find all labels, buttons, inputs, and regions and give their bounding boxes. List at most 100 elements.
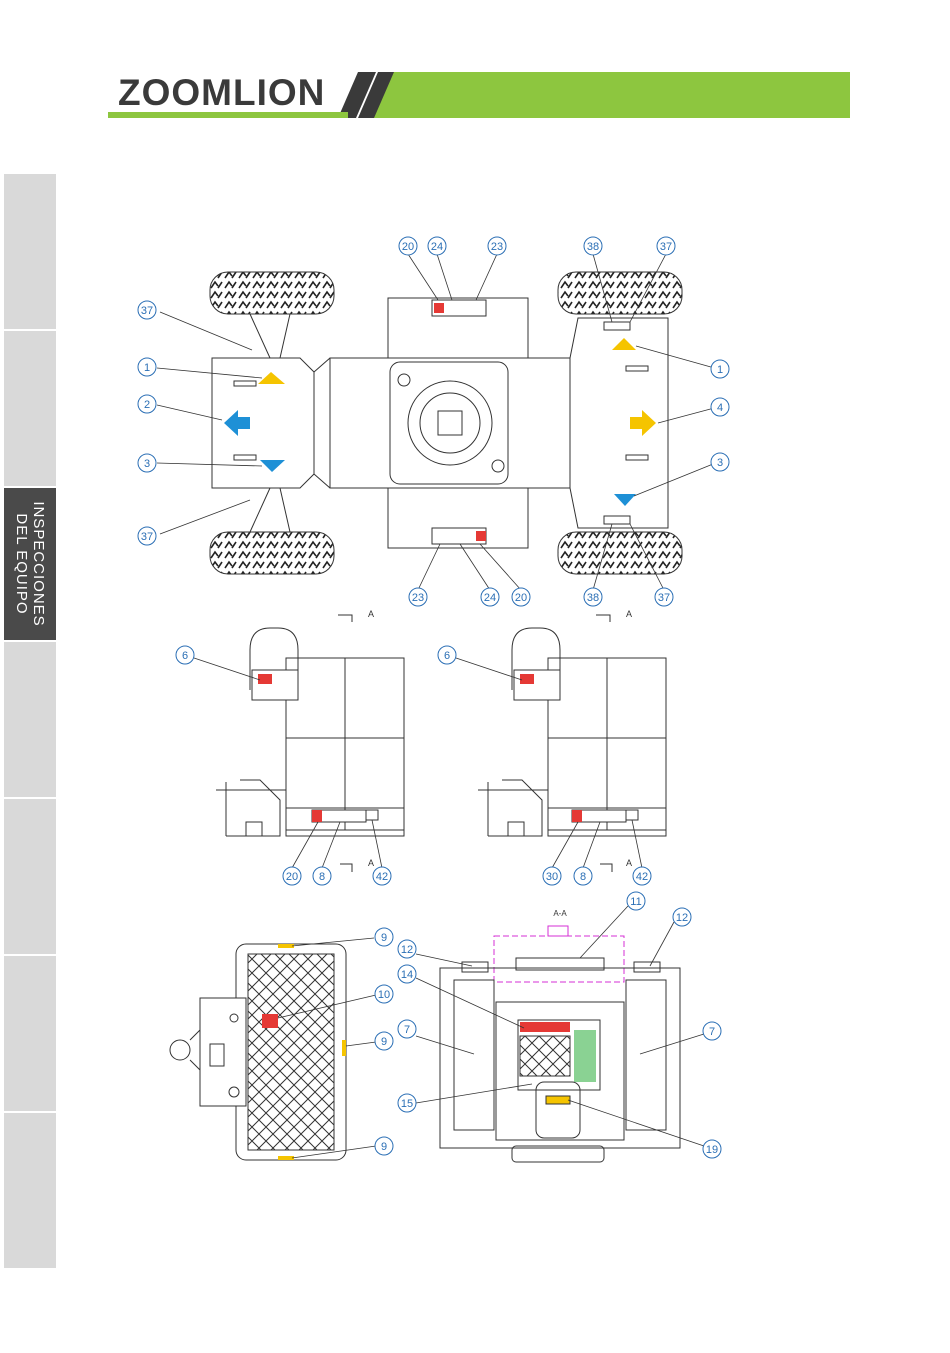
chassis-joints	[314, 358, 330, 488]
svg-text:42: 42	[376, 871, 388, 883]
callout: 30	[543, 867, 561, 885]
callout: 11	[627, 892, 645, 910]
callout: 37	[655, 588, 673, 606]
callout: 23	[488, 237, 506, 255]
svg-text:15: 15	[401, 1098, 413, 1110]
svg-text:37: 37	[658, 592, 670, 604]
svg-text:20: 20	[402, 241, 414, 253]
decal-warning-red	[434, 303, 444, 313]
callout: 1	[711, 360, 729, 378]
svg-text:23: 23	[491, 241, 503, 253]
callout: 4	[711, 398, 729, 416]
callout: 37	[138, 301, 156, 319]
callout: 37	[138, 527, 156, 545]
callout: 2	[138, 395, 156, 413]
decal-red	[258, 674, 272, 684]
callouts-platform: 9 10 9 9	[375, 928, 393, 1155]
callout: 24	[481, 588, 499, 606]
callout: 9	[375, 928, 393, 946]
svg-text:9: 9	[381, 1036, 387, 1048]
slot	[234, 455, 256, 460]
svg-text:24: 24	[431, 241, 443, 253]
callout: 6	[176, 646, 194, 664]
decal-green-chart	[574, 1030, 596, 1082]
svg-text:A: A	[368, 609, 374, 619]
callout: 42	[373, 867, 391, 885]
svg-text:12: 12	[676, 912, 688, 924]
decal-yellow	[278, 944, 294, 948]
tire-rear-right	[558, 532, 682, 574]
callout: 7	[703, 1022, 721, 1040]
turntable-port-1	[398, 374, 410, 386]
rear-view	[440, 926, 680, 1162]
top-view	[210, 272, 682, 574]
section-title: A-A	[553, 909, 567, 918]
svg-text:2: 2	[144, 399, 150, 411]
callout: 12	[398, 940, 416, 958]
section-marker-top-left: A	[338, 609, 374, 622]
decal-small	[366, 810, 378, 820]
side-view-left	[216, 628, 404, 836]
svg-text:7: 7	[709, 1026, 715, 1038]
callout: 9	[375, 1137, 393, 1155]
callout: 8	[574, 867, 592, 885]
svg-text:38: 38	[587, 241, 599, 253]
steering-linkage	[250, 314, 290, 532]
decal-symbols	[520, 1036, 570, 1076]
pivot-hub	[170, 1040, 190, 1060]
tire-front-right	[558, 272, 682, 314]
callout: 12	[673, 908, 691, 926]
svg-text:10: 10	[378, 989, 390, 1001]
platform-floor-view	[170, 944, 346, 1160]
tire-front-left	[210, 272, 334, 314]
svg-text:23: 23	[412, 592, 424, 604]
svg-text:30: 30	[546, 871, 558, 883]
slew-bearing-inner	[420, 393, 480, 453]
callout: 1	[138, 358, 156, 376]
svg-text:9: 9	[381, 932, 387, 944]
svg-text:11: 11	[630, 896, 641, 908]
callout: 23	[409, 588, 427, 606]
svg-text:8: 8	[580, 871, 586, 883]
callout: 3	[138, 454, 156, 472]
svg-text:37: 37	[141, 531, 153, 543]
chassis-center	[330, 358, 570, 488]
svg-text:24: 24	[484, 592, 496, 604]
callout: 7	[398, 1020, 416, 1038]
decal-warning-red	[476, 531, 486, 541]
decal-red	[312, 810, 322, 822]
svg-text:12: 12	[401, 944, 413, 956]
decal-red-header	[520, 1022, 570, 1032]
callout: 20	[399, 237, 417, 255]
svg-text:4: 4	[717, 402, 723, 414]
callout: 10	[375, 985, 393, 1003]
callout: 20	[512, 588, 530, 606]
callout: 42	[633, 867, 651, 885]
slot	[626, 366, 648, 371]
blue-arrow-left-decal	[224, 410, 250, 436]
decal-small	[626, 810, 638, 820]
svg-text:A: A	[626, 609, 632, 619]
handle-left	[462, 962, 488, 972]
svg-text:37: 37	[141, 305, 153, 317]
section-marker-mid-right: A	[600, 858, 632, 872]
callout: 24	[428, 237, 446, 255]
yellow-triangle-decal	[258, 372, 285, 384]
svg-text:42: 42	[636, 871, 648, 883]
blue-triangle-decal	[260, 460, 285, 472]
slew-bearing	[408, 381, 492, 465]
turntable-port-2	[492, 460, 504, 472]
svg-text:3: 3	[144, 458, 150, 470]
callout: 38	[584, 237, 602, 255]
slot	[626, 455, 648, 460]
svg-text:19: 19	[706, 1144, 718, 1156]
callout: 3	[711, 453, 729, 471]
callout: 37	[657, 237, 675, 255]
yellow-arrow-right-decal	[630, 410, 656, 436]
tire-rear-left	[210, 532, 334, 574]
decal-small	[508, 822, 524, 836]
callout: 9	[375, 1032, 393, 1050]
svg-text:38: 38	[587, 592, 599, 604]
svg-text:A: A	[626, 858, 632, 868]
